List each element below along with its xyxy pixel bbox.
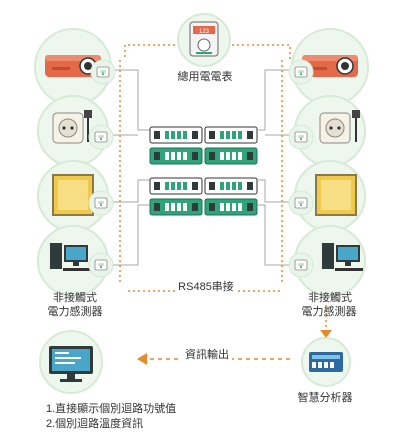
power-outlet-icon [52,110,92,144]
left-appliance-projector [34,28,116,106]
output-monitor [39,330,103,394]
left-arrow-icon [137,353,147,365]
analyzer-label: 智慧分析器 [297,392,353,404]
light-panel-icon [315,174,357,216]
projector-icon [302,55,358,77]
light-panel-icon [52,174,94,216]
left-appliance-computer [37,225,114,297]
gray-connector-lines [112,69,290,266]
desktop-computer-icon [50,243,91,271]
meter-display-text: 123 [199,29,210,35]
right-appliance-outlet [288,95,366,167]
left-sensor-label-line1: 非接觸式 [53,292,97,304]
desktop-computer-icon [322,243,363,271]
breaker-panel [149,126,258,216]
right-appliance-light [288,160,366,232]
right-appliance-projector [288,28,369,106]
output-label: 資訊輸出 [182,349,232,362]
right-sensor-label-line1: 非接觸式 [308,292,352,304]
smart-analyzer [301,337,351,387]
right-sensor-label-line2: 電力感測器 [301,306,357,318]
left-sensor-label-line2: 電力感測器 [47,306,103,318]
bus-label: RS485串接 [176,281,236,294]
down-arrow-icon [320,330,332,338]
power-outlet-icon [319,110,360,144]
left-appliance-outlet [37,95,114,167]
monitor-icon [49,346,93,382]
power-meter: 123 [177,13,231,67]
note-line-1: 1.直接顯示個別迴路功號值 [46,403,177,415]
breaker-module-icon [149,126,258,216]
analyzer-device-icon [309,352,343,372]
right-appliance-computer [288,225,366,297]
note-line-2: 2.個別迴路溫度資訊 [46,418,144,430]
meter-label: 總用電電表 [177,71,233,83]
power-meter-icon: 123 [189,21,219,57]
left-appliance-light [37,160,114,232]
